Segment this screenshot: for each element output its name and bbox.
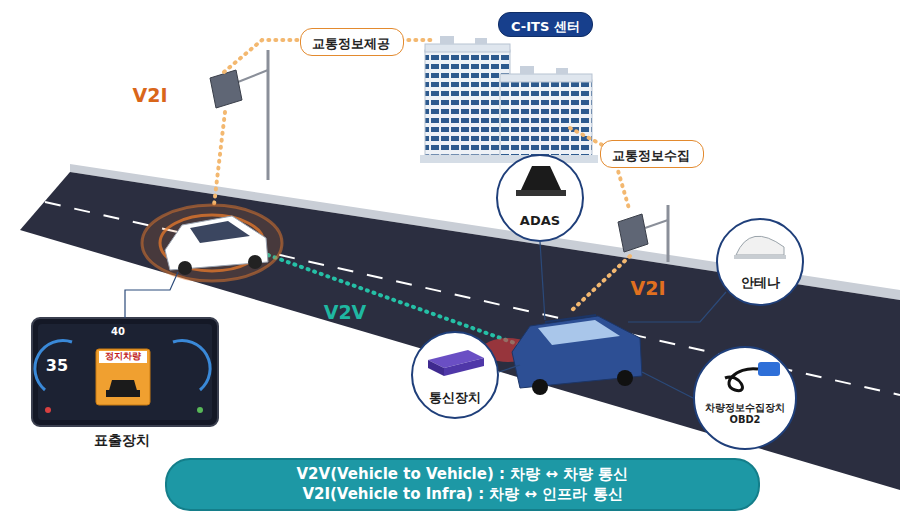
roadside-unit (618, 205, 668, 262)
center-badge: C-ITS 센터 (498, 12, 593, 37)
v2v-link (268, 255, 520, 345)
screen-value: 35 (46, 357, 68, 375)
antenna-icon (734, 236, 786, 259)
info-tag: 교통정보수집 (600, 140, 704, 168)
legend-line: V2I(Vehicle to Infra) : 차량 ↔ 인프라 통신 (302, 484, 622, 504)
device-caption: 표출장치 (94, 433, 150, 448)
info-text: 교통정보제공 (312, 36, 390, 53)
screen-value: 40 (111, 326, 125, 337)
device-circle: 통신장치 (411, 331, 499, 419)
leader-line (125, 272, 178, 318)
device-circle: 차량정보수집장치 OBD2 (693, 346, 797, 450)
link-label: V2I (631, 278, 666, 299)
info-tag: 교통정보제공 (300, 28, 404, 56)
signal-rings (142, 205, 282, 281)
v2i-link (214, 40, 630, 312)
sign-text: 정지차량 (105, 352, 141, 362)
legend-line: V2V(Vehicle to Vehicle) : 차량 ↔ 차량 통신 (297, 464, 629, 484)
device-name: ADAS (520, 213, 560, 229)
circle-label-wrap: 차량정보수집장치 OBD2 (695, 402, 795, 427)
link-label: V2I (133, 85, 168, 106)
white-car (165, 216, 268, 275)
link-label: V2V (324, 302, 367, 323)
device-circle: 안테나 (716, 218, 804, 306)
device-name: 통신장치 (429, 390, 481, 406)
info-text: 교통정보수집 (612, 148, 690, 165)
display-tablet (32, 318, 218, 426)
leader-line (499, 242, 726, 398)
center-building (420, 36, 598, 163)
circle-ground (412, 332, 498, 418)
circle-label-wrap: 통신장치 (413, 387, 497, 406)
circle-label-wrap: 안테나 (718, 272, 802, 291)
legend-band: V2V(Vehicle to Vehicle) : 차량 ↔ 차량 통신V2I(… (165, 458, 760, 511)
comm-unit-icon (428, 350, 484, 376)
adas-camera-icon (516, 166, 566, 196)
road (20, 172, 900, 490)
device-name: 안테나 (741, 275, 780, 291)
circle-ground (717, 219, 803, 305)
blue-suv (482, 315, 642, 395)
circle-ground (497, 155, 583, 241)
circle-ground (694, 347, 796, 449)
center-name: C-ITS 센터 (511, 19, 580, 36)
device-circle: ADAS (496, 154, 584, 242)
circle-label-wrap: ADAS (498, 210, 582, 229)
obd2-icon (725, 362, 780, 391)
device-name: 차량정보수집장치 OBD2 (697, 402, 793, 426)
